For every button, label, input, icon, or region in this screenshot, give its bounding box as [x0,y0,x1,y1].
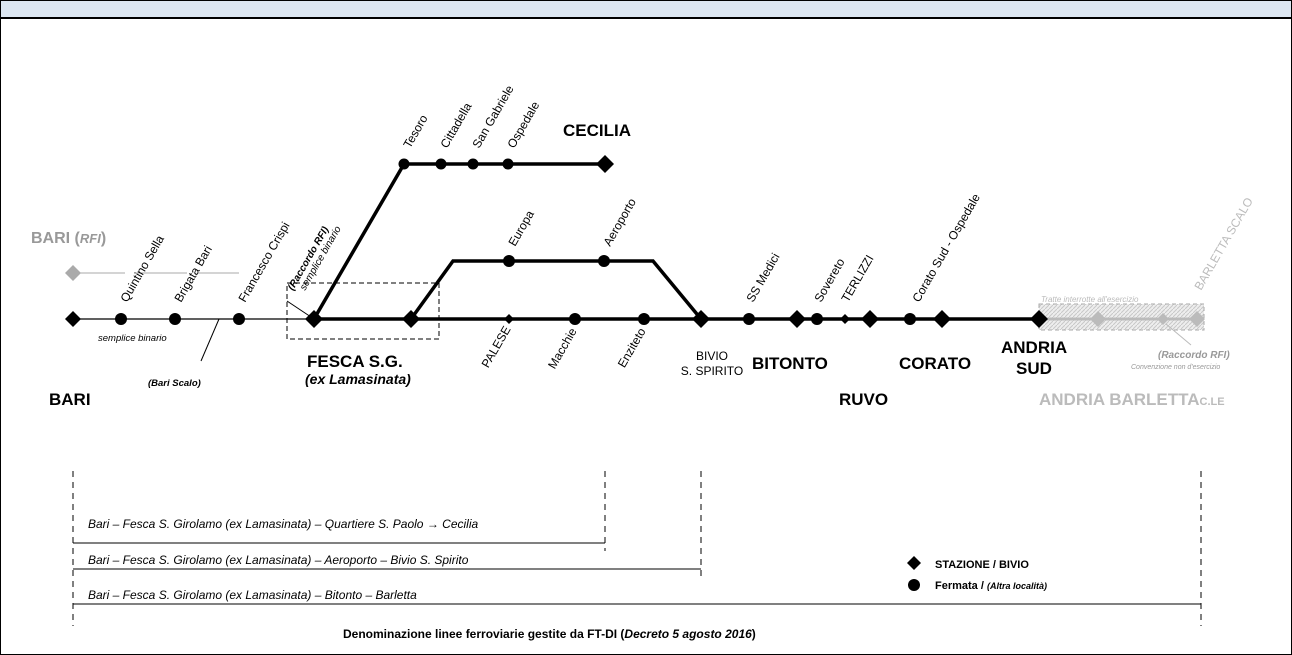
footer-caption: Denominazione linee ferroviarie gestite … [343,627,756,641]
label-andria: ANDRIA [1001,338,1067,357]
station-cecilia [596,155,614,173]
station-terlizzi [840,314,850,324]
stop-enziteto [638,313,650,325]
label-europa: Europa [505,208,537,249]
label-semplice-binario: semplice binario [98,333,167,344]
line-2-label: Bari – Fesca S. Girolamo (ex Lamasinata)… [88,553,469,567]
label-tesoro: Tesoro [400,112,430,150]
label-coratosud: Corato Sud - Ospedale [909,191,983,305]
label-bari: BARI [49,390,91,409]
line-1-label: Bari – Fesca S. Girolamo (ex Lamasinata)… [88,517,478,531]
station-andria-sud [1030,310,1048,328]
stop-brigata [169,313,181,325]
label-andria-barletta: ANDRIA BARLETTAC.LE [1039,390,1225,409]
station-ruvo [861,310,879,328]
label-ospedale: Ospedale [504,99,542,151]
fesca-junction-box [286,282,440,340]
label-terlizzi: TERLIZZI [838,252,876,304]
label-bitonto: BITONTO [752,354,828,373]
stop-sovereto [811,313,823,325]
station-bari-rfi-marker [65,265,81,281]
stop-quintino [115,313,127,325]
bari-rfi-line [65,265,239,281]
stop-tesoro [398,158,410,170]
label-enziteto: Enziteto [615,325,649,370]
label-ssmedici: SS Medici [743,251,782,305]
stop-aeroporto [598,255,610,267]
legend [907,556,921,591]
station-bitonto [788,310,806,328]
legend-circle-icon [908,579,920,591]
stop-ssmedici [743,313,755,325]
line-list [72,471,1202,626]
label-tratte-interrotte: Tratte interrotte all'esercizio [1041,295,1139,304]
line-3-label: Bari – Fesca S. Girolamo (ex Lamasinata)… [88,588,417,602]
label-bari-scalo: (Bari Scalo) [148,378,201,389]
stop-sangabriele [467,158,479,170]
label-andria-sud: SUD [1016,359,1052,378]
inactive-section [1038,303,1205,346]
label-bivio-1: BIVIO [696,349,728,363]
station-palese [504,314,514,324]
legend-station-label: STAZIONE / BIVIO [935,559,1029,571]
label-bari-rfi: BARI (RFI) [31,230,106,247]
label-quintino: Quintino Sella [117,233,167,305]
station-corato [933,310,951,328]
stop-cittadella [435,158,447,170]
label-ruvo: RUVO [839,390,888,409]
stations-diamonds [65,155,1048,328]
stop-ospedale [502,158,514,170]
bari-scalo-pointer [200,318,220,362]
label-aeroporto: Aeroporto [600,196,639,249]
stops-circles [115,158,916,325]
label-crispi: Francesco Crispi [235,220,292,305]
label-brigata: Brigata Bari [171,243,214,304]
label-bivio-2: S. SPIRITO [681,364,743,378]
stop-europa [503,255,515,267]
label-raccordo-rfi: (Raccordo RFI) [1158,350,1230,361]
station-fesca [305,310,323,328]
aeroporto-branch [409,259,703,321]
label-macchie: Macchie [545,325,580,371]
label-convenzione: Convenzione non d'esercizio [1131,364,1220,371]
cecilia-branch [312,162,605,320]
label-ex-lamasinata: (ex Lamasinata) [305,371,411,387]
label-palese: PALESE [479,324,514,371]
label-cecilia: CECILIA [563,121,631,140]
legend-stop-label: Fermata / (Altra località) [935,580,1047,592]
station-bivio [692,310,710,328]
stop-macchie [569,313,581,325]
stop-coratosud [904,313,916,325]
station-fesca-b [402,310,420,328]
stop-crispi [233,313,245,325]
label-barletta-scalo: BARLETTA SCALO [1191,195,1255,292]
legend-diamond-icon [907,556,921,570]
label-corato: CORATO [899,354,971,373]
label-fesca: FESCA S.G. [307,352,403,371]
station-bari [65,311,81,327]
header-band [1,1,1291,19]
